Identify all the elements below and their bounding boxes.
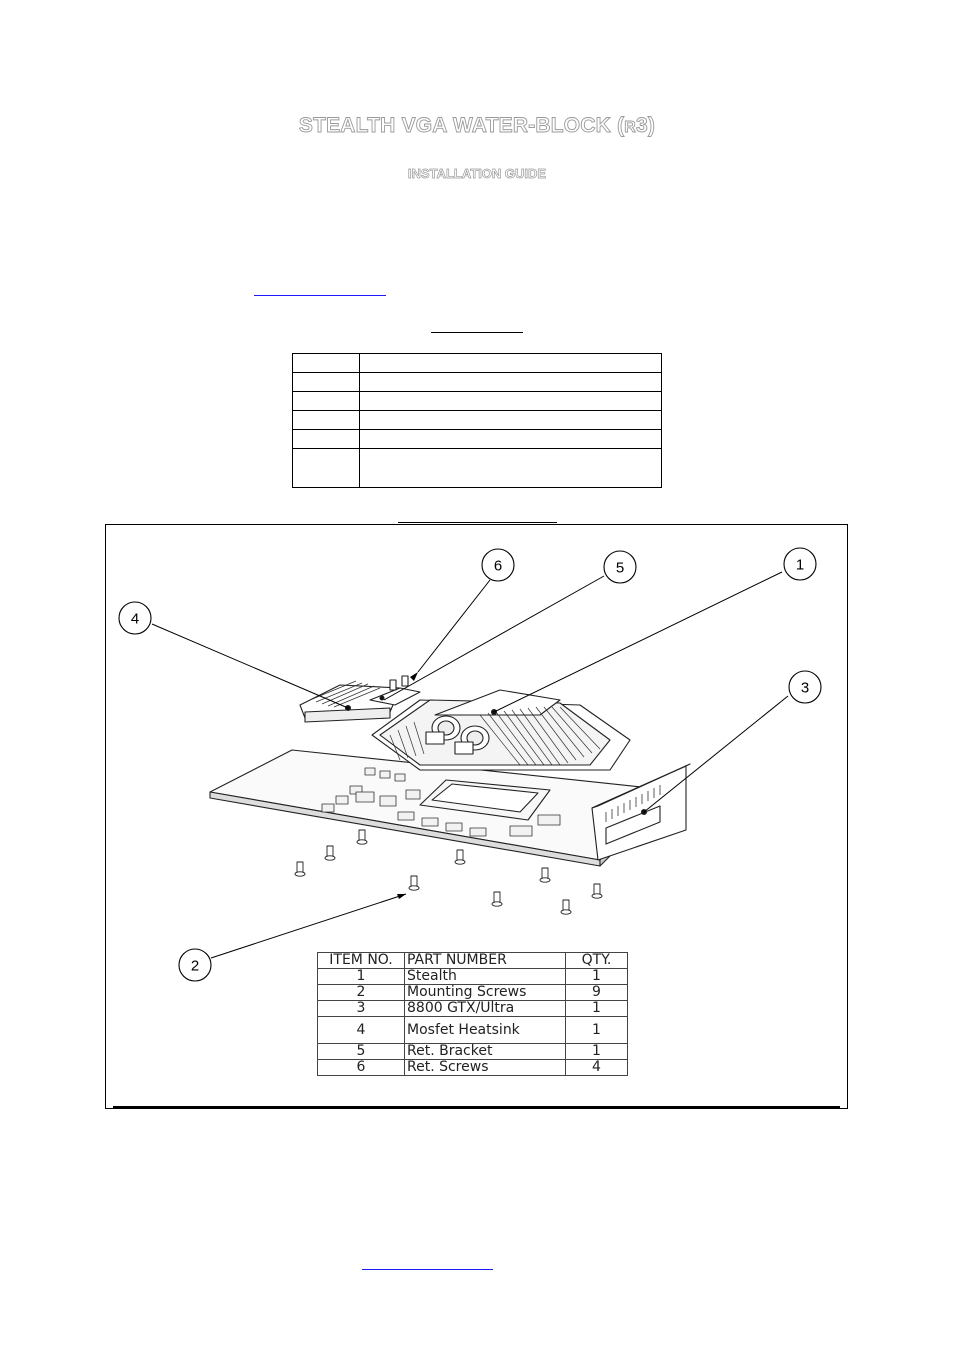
callout-label-6: 6 [494,558,502,575]
title-small: R [624,119,637,137]
item-no-cell: 6 [317,1059,405,1076]
callout-balloon-4 [118,601,152,635]
section-heading-underline [431,332,523,333]
qty-cell: 4 [565,1059,628,1076]
qty-cell: 1 [565,1000,628,1017]
header-part-number: PART NUMBER [404,952,566,969]
qty-cell: 9 [565,984,628,1001]
title-main: STEALTH VGA WATER-BLOCK ( [298,114,625,138]
leader-lines [151,571,789,959]
item-no-cell: 1 [317,968,405,985]
table-row: 5 Ret. Bracket 1 [317,1043,628,1060]
part-number-cell: Ret. Screws [404,1059,566,1076]
leader-arrowheads [397,672,418,899]
part-number-cell: Ret. Bracket [404,1043,566,1060]
qty-cell: 1 [565,1043,628,1060]
table-row: 2 Mounting Screws 9 [317,984,628,1001]
retention-bracket [369,675,421,706]
figure-bottom-rule [113,1106,840,1108]
table-row: 3 8800 GTX/Ultra 1 [317,1000,628,1017]
part-number-cell: 8800 GTX/Ultra [404,1000,566,1017]
callout-balloon-2 [178,948,212,982]
io-bracket [591,763,691,861]
callout-balloon-1 [783,547,817,581]
callout-balloon-3 [788,670,822,704]
exploded-view-figure [105,524,848,1109]
part-number-cell: Mosfet Heatsink [404,1016,566,1044]
figure-heading-underline [398,522,557,523]
callout-label-2: 2 [191,958,199,975]
page-subtitle: INSTALLATION GUIDE [407,166,547,182]
part-number-cell: Stealth [404,968,566,985]
stealth-water-block [371,689,631,771]
table-row: 6 Ret. Screws 4 [317,1059,628,1076]
parts-list-table: ITEM NO. PART NUMBER QTY. 1 Stealth 1 2 … [317,952,628,1076]
callout-label-3: 3 [801,680,809,697]
qty-cell: 1 [565,968,628,985]
item-no-cell: 4 [317,1016,405,1044]
website-link-underline[interactable] [254,295,386,296]
blank-table [292,353,662,488]
title-end: 3) [636,114,656,138]
table-row: 4 Mosfet Heatsink 1 [317,1016,628,1044]
mounting-screws [294,829,603,915]
part-number-cell: Mounting Screws [404,984,566,1001]
callout-label-5: 5 [616,560,624,577]
header-item-no: ITEM NO. [317,952,405,969]
item-no-cell: 5 [317,1043,405,1060]
callout-label-4: 4 [131,611,139,628]
callout-balloon-5 [603,550,637,584]
qty-cell: 1 [565,1016,628,1044]
blank-cell [359,448,662,488]
callout-label-1: 1 [796,557,804,574]
page-title: STEALTH VGA WATER-BLOCK (R3) [0,114,954,138]
header-qty: QTY. [565,952,628,969]
footer-link-underline[interactable] [362,1269,493,1270]
item-no-cell: 3 [317,1000,405,1017]
parts-table-header: ITEM NO. PART NUMBER QTY. [317,952,628,969]
table-row: 1 Stealth 1 [317,968,628,985]
item-no-cell: 2 [317,984,405,1001]
callout-balloon-6 [481,548,515,582]
